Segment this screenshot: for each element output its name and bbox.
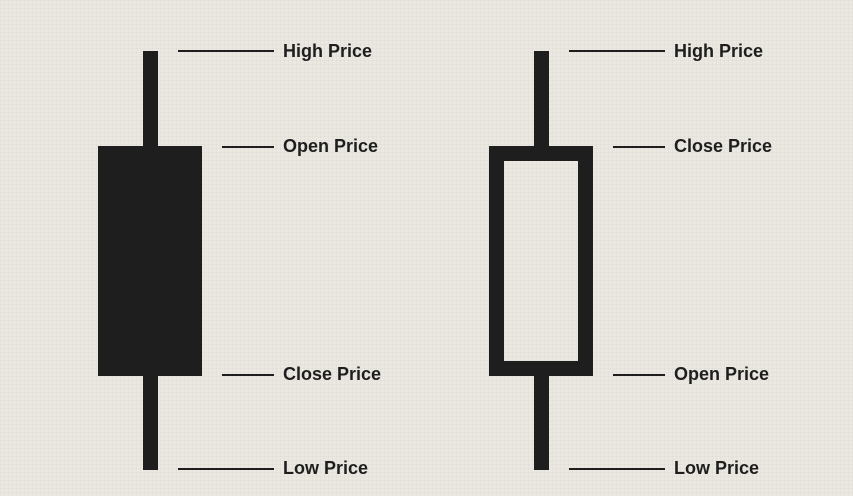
lower-wick bbox=[143, 374, 158, 470]
filled-candlestick: High Price Open Price Close Price Low Pr… bbox=[0, 0, 420, 496]
close-price-label: Close Price bbox=[674, 136, 773, 156]
hollow-candlestick: High Price Close Price Open Price Low Pr… bbox=[391, 0, 811, 496]
high-price-label: High Price bbox=[674, 41, 764, 61]
high-price-label: High Price bbox=[283, 41, 373, 61]
open-price-label: Open Price bbox=[283, 136, 379, 156]
close-price-leader-line bbox=[222, 374, 274, 376]
low-price-leader-line bbox=[178, 468, 274, 470]
open-price-leader-line bbox=[222, 146, 274, 148]
high-price-leader-line bbox=[569, 50, 665, 52]
high-price-leader-line bbox=[178, 50, 274, 52]
close-price-label: Close Price bbox=[283, 364, 382, 384]
close-price-leader-line bbox=[613, 146, 665, 148]
open-price-label: Open Price bbox=[674, 364, 770, 384]
low-price-leader-line bbox=[569, 468, 665, 470]
candle-body-hollow bbox=[489, 146, 593, 376]
upper-wick bbox=[534, 51, 549, 148]
open-price-leader-line bbox=[613, 374, 665, 376]
low-price-label: Low Price bbox=[283, 458, 369, 478]
candle-body-filled bbox=[98, 146, 202, 376]
upper-wick bbox=[143, 51, 158, 148]
lower-wick bbox=[534, 374, 549, 470]
low-price-label: Low Price bbox=[674, 458, 760, 478]
